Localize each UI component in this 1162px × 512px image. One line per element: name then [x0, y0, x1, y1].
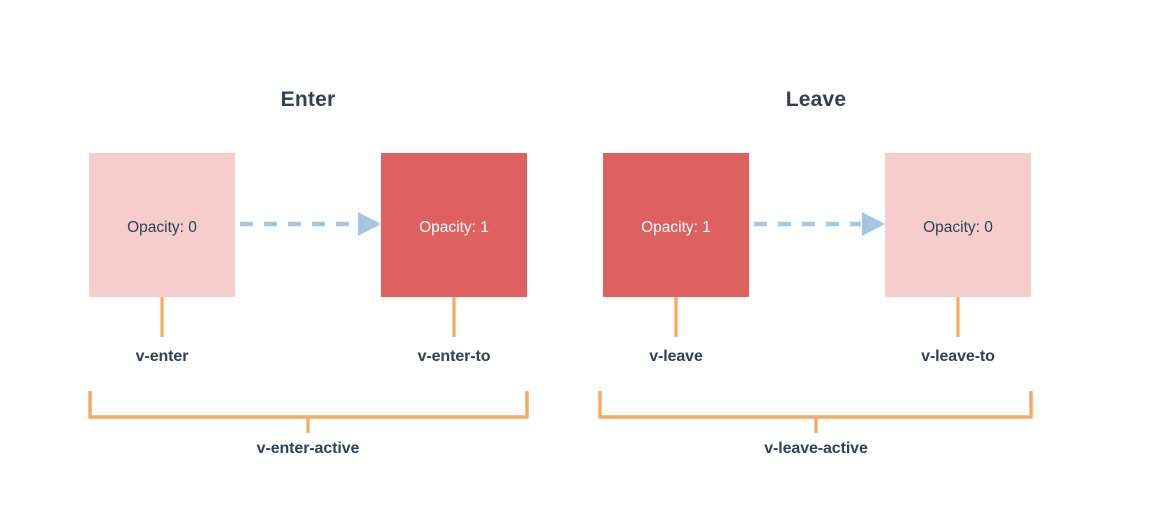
enter-group: Enter Opacity: 0 Opacity: 1 v-enter v-en…: [88, 88, 529, 457]
leave-active-bracket: [598, 391, 1033, 419]
enter-end-box-label: Opacity: 1: [419, 219, 489, 236]
leave-start-box-label: Opacity: 1: [641, 219, 711, 236]
leave-end-class-label: v-leave-to: [921, 348, 995, 365]
enter-transition-arrow: [240, 212, 381, 236]
enter-active-bracket: [88, 391, 529, 419]
leave-arrow-head: [862, 212, 885, 236]
enter-active-class-label: v-enter-active: [257, 440, 360, 457]
enter-arrow-head: [358, 212, 381, 236]
enter-end-class-label: v-enter-to: [418, 348, 491, 365]
leave-start-box: [603, 153, 749, 297]
enter-group-title: Enter: [281, 88, 336, 111]
enter-start-class-label: v-enter: [136, 348, 189, 365]
leave-active-class-label: v-leave-active: [764, 440, 868, 457]
leave-start-class-label: v-leave: [649, 348, 703, 365]
leave-end-box: [885, 153, 1031, 297]
leave-group: Leave Opacity: 1 Opacity: 0 v-leave v-le…: [598, 88, 1033, 457]
enter-end-box: [381, 153, 527, 297]
leave-transition-arrow: [754, 212, 885, 236]
enter-start-box: [89, 153, 235, 297]
leave-end-box-label: Opacity: 0: [923, 219, 993, 236]
enter-start-box-label: Opacity: 0: [127, 219, 197, 236]
leave-group-title: Leave: [786, 88, 847, 111]
